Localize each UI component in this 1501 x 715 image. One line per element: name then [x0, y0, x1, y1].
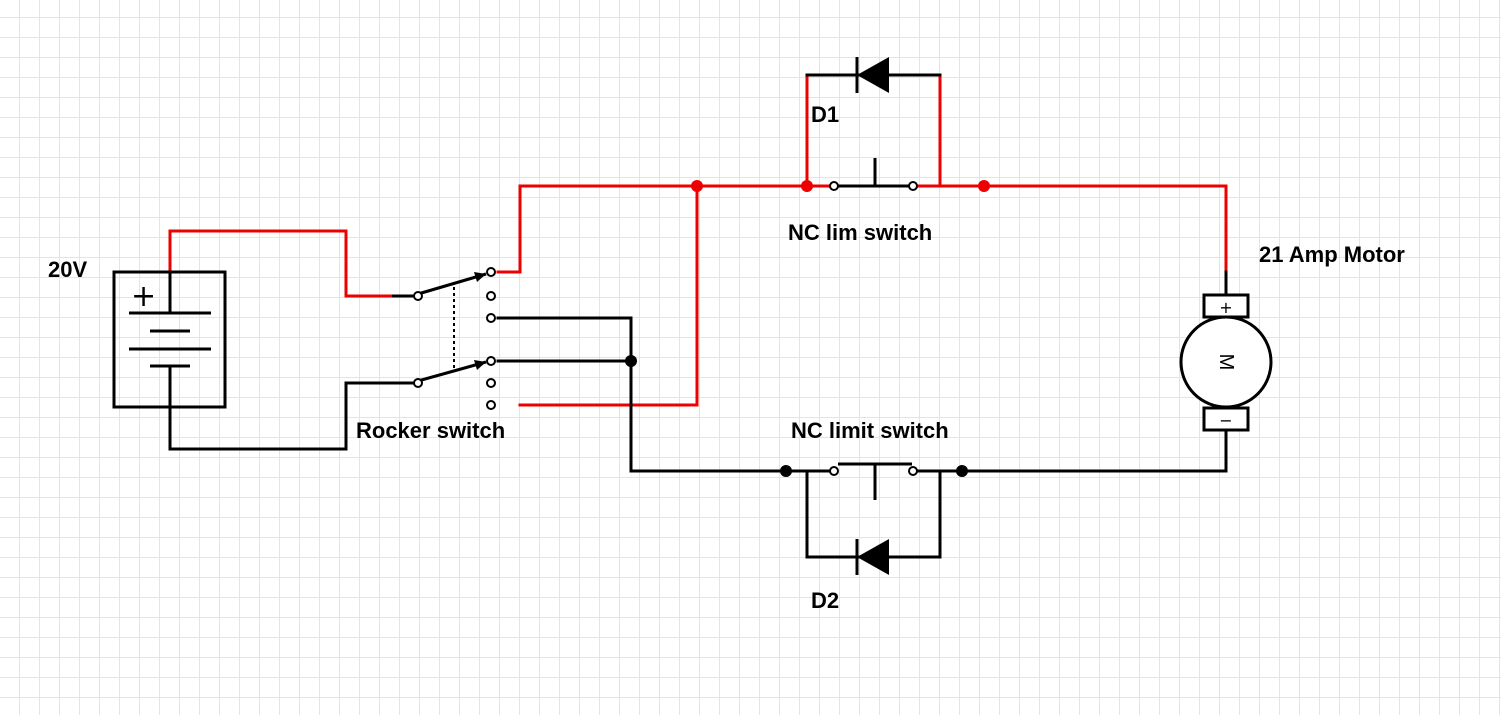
motor: [1179, 293, 1273, 432]
wire-bottom-to-motor-minus: [915, 428, 1228, 473]
rocker-terminal: [486, 313, 496, 323]
nc-limit-switch: [829, 462, 918, 500]
junction-dot: [956, 465, 968, 477]
active-wires: [168, 73, 1228, 407]
motor-minus-sign: −: [1219, 411, 1232, 430]
junction-dot: [691, 180, 703, 192]
rocker-terminal: [486, 291, 496, 301]
battery-label: 20V: [48, 257, 87, 282]
rocker-blade-bottom: [417, 360, 487, 383]
battery-plus-sign: +: [131, 279, 156, 314]
rocker-terminal: [486, 356, 496, 366]
d1-label: D1: [811, 102, 839, 127]
nc-limit-switch-label: NC limit switch: [791, 418, 949, 443]
nc-limit-switch-terminal: [908, 466, 918, 476]
junctions: [625, 180, 990, 477]
diode-d1-triangle: [857, 57, 889, 93]
rocker-terminal: [413, 378, 423, 388]
junction-dot: [780, 465, 792, 477]
diode-d1: [855, 57, 889, 93]
wire-rocker-to-top-branch: [496, 184, 832, 274]
diode-d2-triangle: [857, 539, 889, 575]
wire-battery-plus-to-rocker: [168, 229, 394, 298]
rocker-terminal: [413, 291, 423, 301]
junction-dot: [625, 355, 637, 367]
motor-body: [1179, 315, 1273, 409]
nc-lim-switch-terminal: [829, 181, 839, 191]
nc-lim-switch-label: NC lim switch: [788, 220, 932, 245]
junction-dot: [978, 180, 990, 192]
rocker-arrow-top: [474, 272, 486, 282]
wire-rocker-cross-to-top: [518, 184, 699, 407]
nc-limit-switch-terminal: [829, 466, 839, 476]
wire-d1-left: [805, 73, 832, 188]
d2-label: D2: [811, 588, 839, 613]
rocker-arrow-bottom: [474, 360, 486, 370]
rocker-blade-top: [417, 272, 487, 296]
motor-label: 21 Amp Motor: [1259, 242, 1405, 267]
rocker-terminal: [486, 378, 496, 388]
diode-d2: [855, 539, 889, 575]
rocker-switch-label: Rocker switch: [356, 418, 505, 443]
rocker-switch: [392, 267, 496, 410]
wire-top-to-motor-plus: [915, 184, 1228, 274]
wire-rocker-to-bottom-branch: [496, 316, 832, 473]
motor-plus-sign: +: [1219, 298, 1232, 317]
rocker-terminal: [486, 267, 496, 277]
junction-dot: [801, 180, 813, 192]
wire-battery-minus-to-rocker: [168, 381, 394, 451]
nc-lim-switch-terminal: [908, 181, 918, 191]
motor-symbol: M: [1215, 354, 1237, 371]
battery: [112, 270, 227, 409]
nc-lim-switch: [829, 158, 918, 191]
rocker-terminal: [486, 400, 496, 410]
